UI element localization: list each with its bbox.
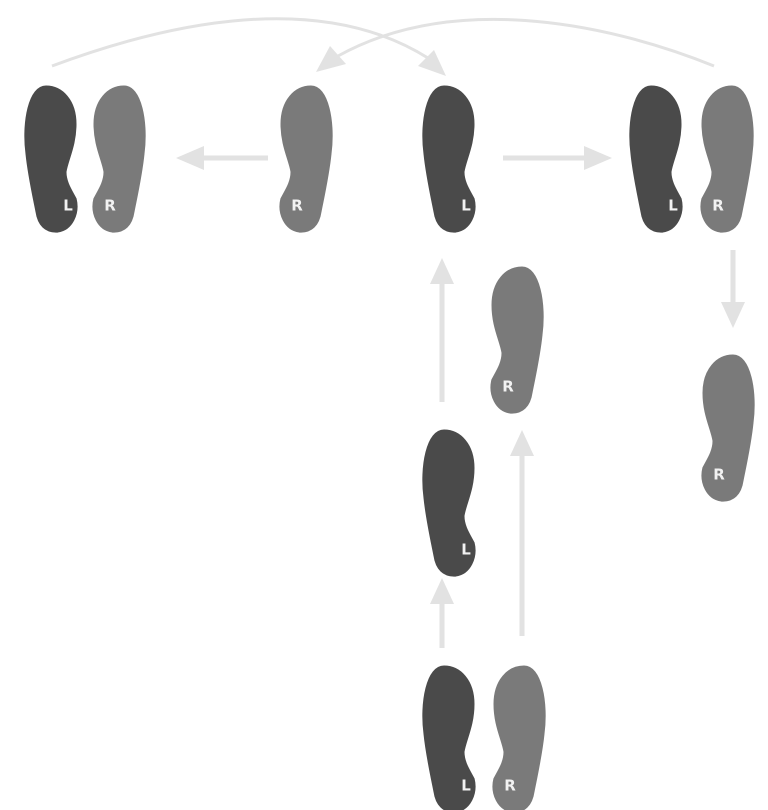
right-footprint-icon: R xyxy=(276,82,336,236)
direction-arrow-icon xyxy=(503,146,612,170)
direction-arrow-icon xyxy=(176,146,268,170)
foot-label: L xyxy=(63,197,73,215)
left-footprint-icon: L xyxy=(419,82,479,236)
curved-arrow-icon xyxy=(316,17,715,72)
left-footprint-icon: L xyxy=(626,82,686,236)
curved-arrow-icon xyxy=(51,17,446,76)
foot-label: R xyxy=(502,378,514,396)
right-footprint-icon: R xyxy=(487,263,547,417)
right-footprint-icon: R xyxy=(489,662,549,810)
foot-label: L xyxy=(461,197,471,215)
foot-label: R xyxy=(712,197,724,215)
direction-arrow-icon xyxy=(721,250,745,328)
arrows-layer xyxy=(51,17,745,648)
footprints-layer: L R R L L R R xyxy=(21,82,758,810)
foot-label: L xyxy=(461,777,471,795)
left-footprint-icon: L xyxy=(419,662,479,810)
direction-arrow-icon xyxy=(430,578,454,648)
right-footprint-icon: R xyxy=(697,82,757,236)
foot-label: R xyxy=(104,197,116,215)
direction-arrow-icon xyxy=(510,430,534,636)
foot-label: L xyxy=(668,197,678,215)
foot-label: R xyxy=(504,777,516,795)
foot-label: R xyxy=(713,466,725,484)
left-footprint-icon: L xyxy=(419,426,479,580)
right-footprint-icon: R xyxy=(698,351,758,505)
foot-label: L xyxy=(461,541,471,559)
right-footprint-icon: R xyxy=(89,82,149,236)
direction-arrow-icon xyxy=(430,258,454,402)
foot-label: R xyxy=(291,197,303,215)
left-footprint-icon: L xyxy=(21,82,81,236)
